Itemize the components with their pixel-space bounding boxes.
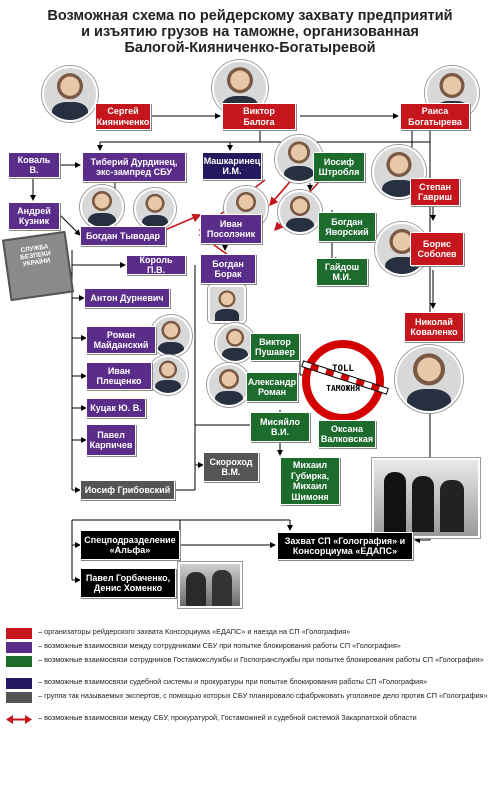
node-shtroblia: Иосиф Штробля <box>313 152 365 182</box>
portrait-kovalenko <box>395 345 463 413</box>
node-pushaver: Виктор Пушавер <box>250 333 300 361</box>
node-haidosh: Гайдош М.И. <box>316 258 368 286</box>
photo-special-forces <box>372 458 480 538</box>
node-korol: Король П.В. <box>126 255 186 275</box>
node-koval: Коваль В. <box>8 152 60 178</box>
node-misiailo: Мисяйло В.И. <box>250 412 310 442</box>
legend-item: – возможные взаимосвязи судебной системы… <box>6 677 490 689</box>
legend-text: – группа так называемых экспертов, с пом… <box>38 691 488 700</box>
node-kovalenko: Николай Коваленко <box>404 312 464 342</box>
legend-swatch-sbu <box>6 642 32 653</box>
legend-text: – возможные взаимосвязи между СБУ, проку… <box>38 713 417 722</box>
legend-text: – возможные взаимосвязи между сотрудника… <box>38 641 401 650</box>
legend-swatch-organizers <box>6 628 32 639</box>
title-line-1: Возможная схема по рейдерскому захвату п… <box>47 8 453 24</box>
sign-bottom-text: ТАМОЖНЯ <box>326 384 360 393</box>
node-mashkarynets: Машкаринец И.М. <box>202 152 262 180</box>
portrait-yavorsky <box>278 190 322 234</box>
sign-top-text: TOLL <box>332 364 354 374</box>
node-hrybovsky: Иосиф Грибовский <box>80 480 175 500</box>
node-skorokhod: Скороход В.М. <box>203 452 259 482</box>
node-karpichev: Павел Карпичев <box>86 424 136 456</box>
sbu-shield-image: СЛУЖБА БЕЗПЕКИ УКРАЇНИ <box>1 230 75 302</box>
legend-swatch-customs <box>6 656 32 667</box>
portrait-pleshchenko <box>148 355 188 395</box>
shield-text: СЛУЖБА БЕЗПЕКИ УКРАЇНИ <box>19 243 52 269</box>
portrait-durdinets <box>80 185 124 229</box>
legend-item: – группа так называемых экспертов, с пом… <box>6 691 490 703</box>
portrait-pushaver <box>215 323 255 363</box>
node-durnevych: Антон Дурневич <box>84 288 170 308</box>
node-yavorsky: Богдан Яворский <box>318 212 376 242</box>
node-baloga: Виктор Балога <box>222 103 296 130</box>
legend-swatch-judicial <box>6 678 32 689</box>
portrait-borak <box>208 285 246 323</box>
legend-swatch-experts <box>6 692 32 703</box>
node-alpha: Спецподразделение «Альфа» <box>80 530 180 560</box>
node-gubyka: Михаил Губирка, Михаил Шимоня <box>280 457 340 505</box>
node-borak: Богдан Борак <box>200 254 256 284</box>
legend-item: – организаторы рейдерского захвата Консо… <box>6 627 490 639</box>
title-line-3: Балогой-Кияниченко-Богатыревой <box>124 40 376 56</box>
legend-item: – возможные взаимосвязи между сотрудника… <box>6 641 490 653</box>
diagram-title: Возможная схема по рейдерскому захвату п… <box>0 8 500 56</box>
node-tyvodar: Богдан Тыводар <box>80 226 166 246</box>
legend-text: – организаторы рейдерского захвата Консо… <box>38 627 351 636</box>
portrait-maidansky <box>150 315 192 357</box>
customs-sign-image: TOLL ТАМОЖНЯ <box>302 340 384 422</box>
legend-text: – возможные взаимосвязи сотрудников Гост… <box>38 655 484 664</box>
node-alexandr-roman: Александр Роман <box>246 372 298 402</box>
node-maidansky: Роман Майданский <box>86 326 156 354</box>
node-durdinets: Тиберий Дурдинец, экс-зампред СБУ <box>82 152 186 182</box>
node-havrysh: Степан Гавриш <box>410 178 460 206</box>
node-kiyanichenko: Сергей Кияниченко <box>95 103 151 130</box>
legend-red-arrow-icon <box>6 715 32 724</box>
portrait-tyvodar <box>134 188 176 230</box>
legend-text: – возможные взаимосвязи судебной системы… <box>38 677 428 686</box>
node-gorbachenko: Павел Горбаченко, Денис Хоменко <box>80 568 176 598</box>
node-pleshchenko: Иван Плещенко <box>86 362 152 390</box>
node-kutsak: Куцак Ю. В. <box>86 398 146 418</box>
node-bogatyreva: Раиса Богатырева <box>400 103 470 130</box>
node-posolenik: Иван Посолэник <box>200 214 262 244</box>
photo-gorbachenko-khomenko <box>178 562 242 608</box>
legend-item: – возможные взаимосвязи сотрудников Гост… <box>6 655 490 667</box>
node-kuzyk: Андрей Кузник <box>8 202 60 230</box>
portrait-kiyanichenko <box>42 66 98 122</box>
title-line-2: и изъятию грузов на таможне, организован… <box>81 24 419 40</box>
portrait-alexandr-roman <box>207 363 251 407</box>
node-sobolev: Борис Соболев <box>410 232 464 266</box>
node-seizure: Захват СП «Голография» и Консорциума «ЕД… <box>277 532 413 560</box>
node-valkovskaya: Оксана Валковская <box>318 420 376 448</box>
legend-item: – возможные взаимосвязи между СБУ, проку… <box>6 713 490 725</box>
